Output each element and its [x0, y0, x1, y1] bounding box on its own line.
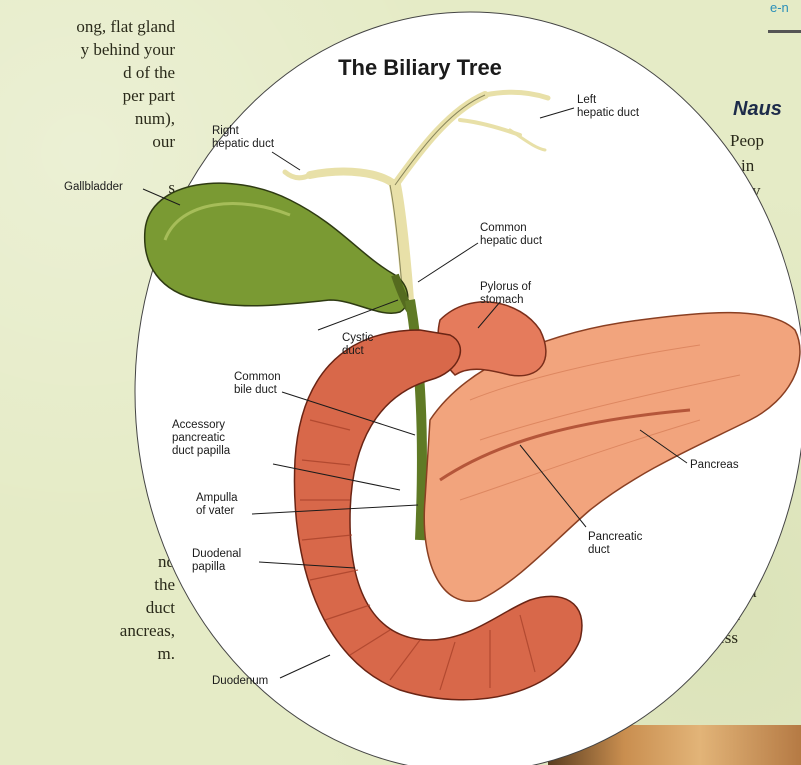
label-pancreatic-duct-2: duct	[588, 544, 611, 556]
label-right-hepatic-duct: Right	[212, 125, 240, 137]
label-cystic-duct: Cystic	[342, 332, 374, 344]
label-duodenal-papilla: Duodenal	[192, 548, 241, 560]
label-duodenal-papilla-2: papilla	[192, 561, 226, 573]
label-pylorus-2: stomach	[480, 294, 523, 306]
label-left-hepatic-duct: Left	[577, 94, 597, 106]
label-common-hepatic-duct: Common	[480, 222, 527, 234]
label-right-hepatic-duct-2: hepatic duct	[212, 138, 275, 150]
label-left-hepatic-duct-2: hepatic duct	[577, 107, 640, 119]
label-pancreas: Pancreas	[690, 459, 739, 471]
label-common-hepatic-duct-2: hepatic duct	[480, 235, 543, 247]
diagram-title: The Biliary Tree	[338, 55, 502, 80]
label-cystic-duct-2: duct	[342, 345, 365, 357]
label-gallbladder: Gallbladder	[64, 181, 123, 193]
label-ampulla-2: of vater	[196, 505, 235, 517]
label-pylorus: Pylorus of	[480, 281, 532, 293]
label-common-bile-duct: Common	[234, 371, 281, 383]
label-duodenum: Duodenum	[212, 675, 268, 687]
label-ampulla: Ampulla	[196, 492, 238, 504]
label-accessory-3: duct papilla	[172, 445, 231, 457]
label-accessory: Accessory	[172, 419, 225, 431]
label-common-bile-duct-2: bile duct	[234, 384, 278, 396]
label-accessory-2: pancreatic	[172, 432, 225, 444]
label-pancreatic-duct: Pancreatic	[588, 531, 643, 543]
